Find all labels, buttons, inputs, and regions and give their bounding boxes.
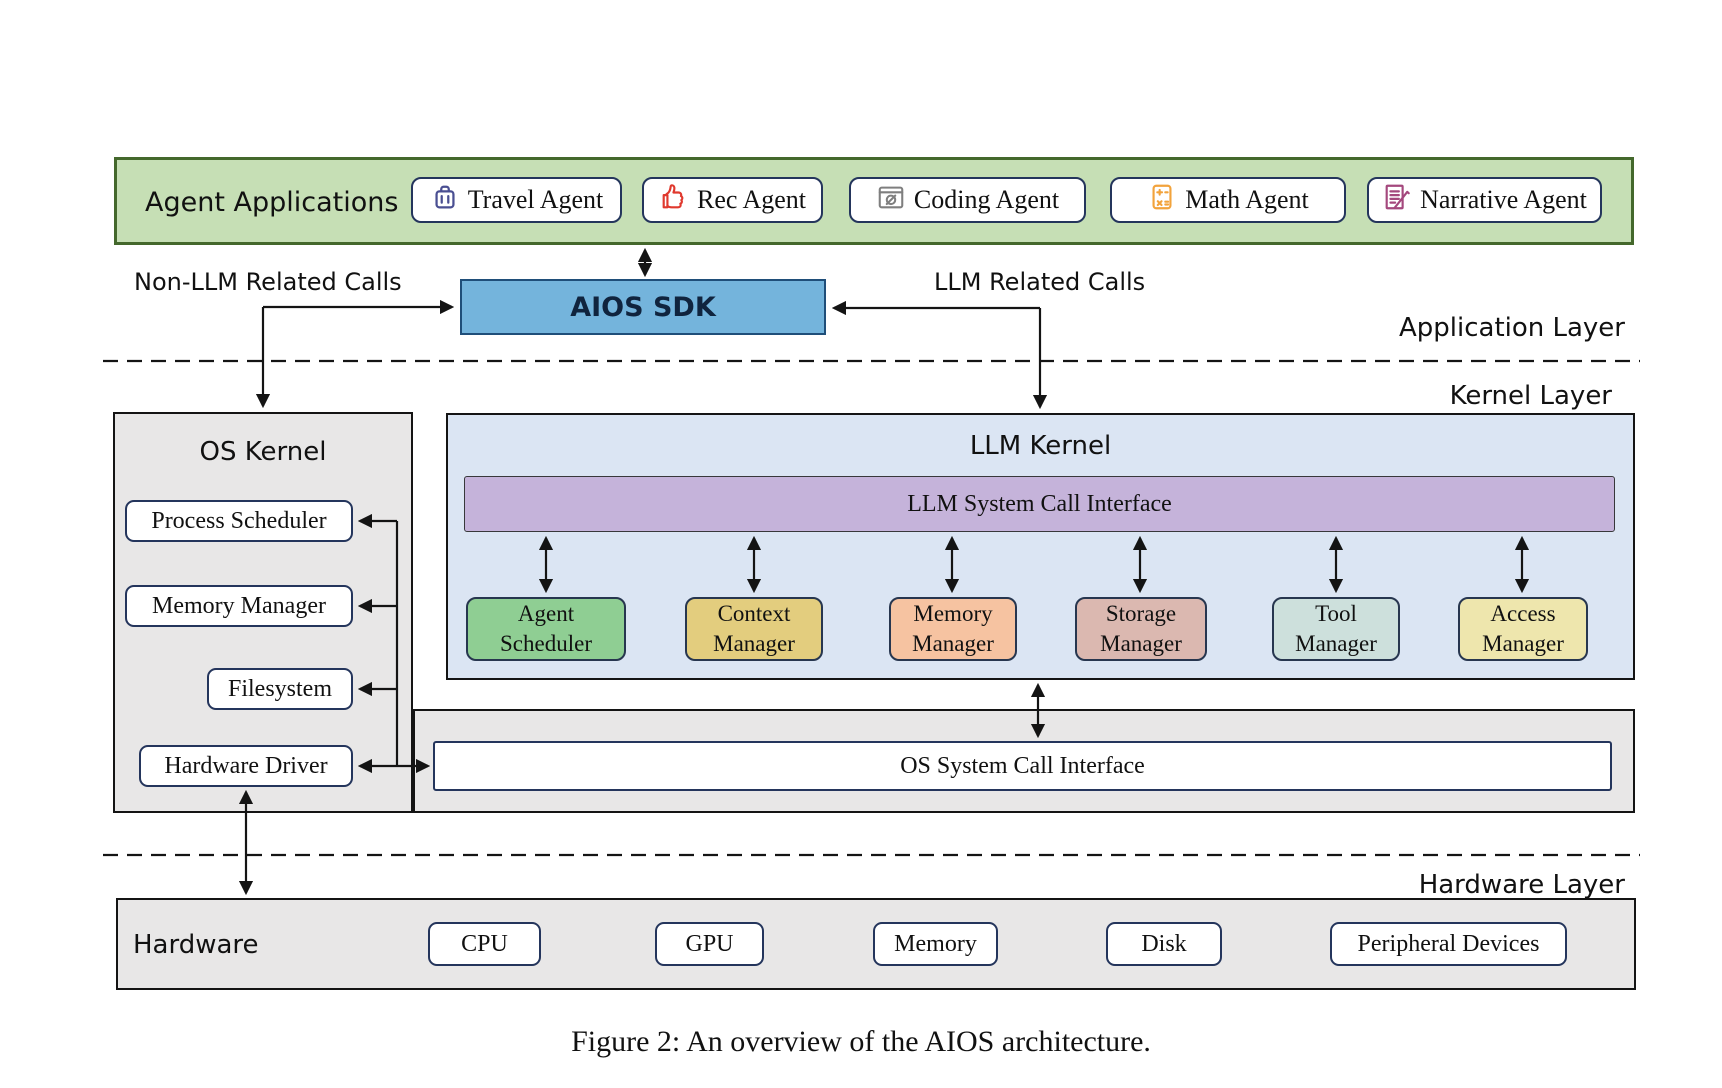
- agent-chip-math: Math Agent: [1110, 177, 1346, 223]
- document-pen-icon: [1382, 182, 1412, 219]
- application-layer-label: Application Layer: [1398, 313, 1625, 343]
- hardware-chip-label: Peripheral Devices: [1357, 930, 1540, 957]
- hardware-chip-label: CPU: [461, 930, 508, 957]
- manager-agent-scheduler: Agent Scheduler: [466, 597, 626, 661]
- os-module-memory-manager: Memory Manager: [125, 585, 353, 627]
- manager-access: Access Manager: [1458, 597, 1588, 661]
- manager-memory: Memory Manager: [889, 597, 1017, 661]
- hardware-layer-label: Hardware Layer: [1418, 870, 1625, 900]
- figure-caption: Figure 2: An overview of the AIOS archit…: [571, 1025, 1151, 1058]
- hardware-chip-label: GPU: [685, 930, 734, 957]
- manager-context: Context Manager: [685, 597, 823, 661]
- calculator-icon: [1147, 182, 1177, 219]
- manager-label: Agent Scheduler: [500, 601, 592, 656]
- os-system-call-interface-label: OS System Call Interface: [900, 752, 1145, 779]
- code-window-icon: [876, 182, 906, 219]
- agent-applications-title: Agent Applications: [145, 187, 399, 218]
- os-system-call-interface-bar: OS System Call Interface: [433, 741, 1612, 791]
- kernel-layer-label: Kernel Layer: [1449, 381, 1612, 411]
- non-llm-calls-label: Non-LLM Related Calls: [134, 268, 402, 296]
- manager-label: Storage Manager: [1100, 601, 1182, 656]
- hardware-chip-cpu: CPU: [428, 922, 541, 966]
- manager-tool: Tool Manager: [1272, 597, 1400, 661]
- manager-label: Memory Manager: [912, 601, 994, 656]
- manager-label: Tool Manager: [1295, 601, 1377, 656]
- os-module-label: Hardware Driver: [164, 752, 328, 779]
- agent-chip-coding: Coding Agent: [849, 177, 1086, 223]
- hardware-chip-peripheral-devices: Peripheral Devices: [1330, 922, 1567, 966]
- agent-chip-label: Coding Agent: [913, 185, 1060, 214]
- suitcase-icon: [430, 182, 460, 219]
- os-module-label: Memory Manager: [152, 592, 326, 619]
- llm-kernel-box: [446, 413, 1635, 680]
- llm-kernel-title: LLM Kernel: [969, 431, 1112, 461]
- llm-system-call-interface-label: LLM System Call Interface: [907, 490, 1172, 517]
- aios-sdk-label: AIOS SDK: [570, 291, 716, 323]
- os-module-filesystem: Filesystem: [207, 668, 353, 710]
- manager-label: Context Manager: [713, 601, 795, 656]
- os-module-hardware-driver: Hardware Driver: [139, 745, 353, 787]
- agent-chip-label: Travel Agent: [467, 185, 604, 214]
- agent-chip-label: Rec Agent: [696, 185, 807, 214]
- llm-calls-label: LLM Related Calls: [934, 268, 1146, 296]
- agent-chip-label: Math Agent: [1185, 185, 1309, 214]
- os-kernel-title: OS Kernel: [199, 437, 327, 467]
- os-module-label: Filesystem: [227, 675, 332, 702]
- thumbs-up-icon: [659, 182, 689, 219]
- hardware-chip-disk: Disk: [1106, 922, 1222, 966]
- manager-label: Access Manager: [1482, 601, 1564, 656]
- aios-sdk-box: AIOS SDK: [460, 279, 826, 335]
- agent-chip-travel: Travel Agent: [411, 177, 622, 223]
- llm-system-call-interface-bar: LLM System Call Interface: [464, 476, 1615, 532]
- os-module-label: Process Scheduler: [151, 507, 327, 534]
- agent-chip-narrative: Narrative Agent: [1367, 177, 1602, 223]
- hardware-chip-label: Disk: [1141, 930, 1187, 957]
- hardware-chip-label: Memory: [894, 930, 977, 957]
- agent-chip-rec: Rec Agent: [642, 177, 823, 223]
- hardware-title: Hardware: [133, 930, 259, 960]
- manager-storage: Storage Manager: [1075, 597, 1207, 661]
- agent-chip-label: Narrative Agent: [1420, 185, 1587, 214]
- hardware-chip-memory: Memory: [873, 922, 998, 966]
- hardware-chip-gpu: GPU: [655, 922, 764, 966]
- os-module-process-scheduler: Process Scheduler: [125, 500, 353, 542]
